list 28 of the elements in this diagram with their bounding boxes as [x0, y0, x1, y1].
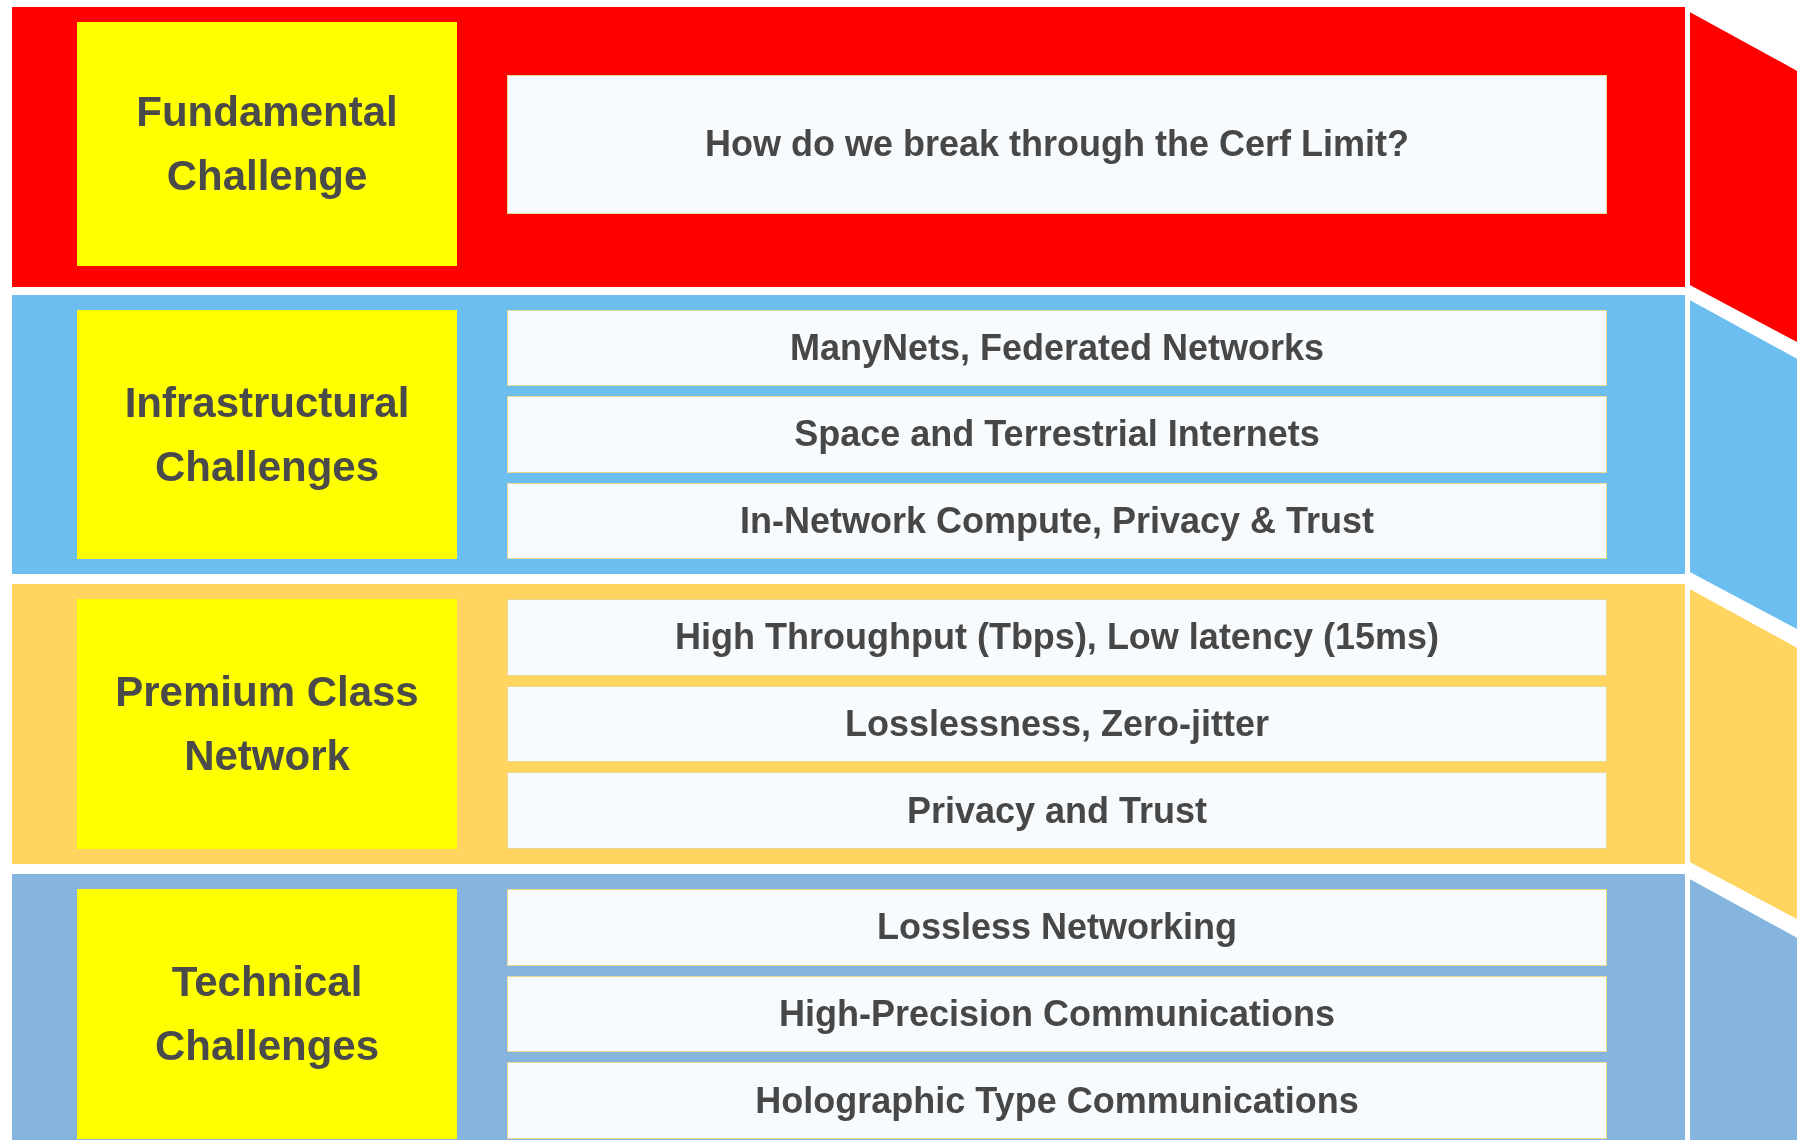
item-text: Lossless Networking — [876, 906, 1238, 949]
item-box — [507, 685, 1607, 763]
item-text: Space and Terrestrial Internets — [794, 413, 1320, 456]
item-box — [507, 599, 1607, 676]
heading-text: Technical Challenges — [153, 957, 381, 1071]
item-text: In-Network Compute, Privacy & Trust — [739, 499, 1375, 542]
item-text: High-Precision Communications — [778, 993, 1336, 1035]
item-box — [507, 74, 1607, 214]
item-text: ManyNets, Federated Networks — [789, 327, 1325, 370]
item-text: How do we break through the Cerf Limit? — [705, 123, 1409, 165]
item-box — [507, 482, 1607, 559]
item-box — [507, 1062, 1607, 1139]
item-box — [507, 310, 1607, 387]
heading-box — [77, 22, 457, 266]
heading-text: Fundamental Challenge — [135, 87, 399, 201]
item-text: Holographic Type Communications — [755, 1079, 1359, 1122]
item-text: High Throughput (Tbps), Low latency (15ms) — [675, 616, 1439, 659]
item-box — [507, 975, 1607, 1053]
item-text: Privacy and Trust — [906, 789, 1208, 832]
heading-text: Infrastructural Challenges — [123, 377, 411, 492]
item-box — [507, 396, 1607, 473]
heading-text: Premium Class Network — [114, 667, 420, 781]
heading-box — [77, 599, 457, 849]
item-box — [507, 772, 1607, 849]
heading-box — [77, 310, 457, 559]
heading-box — [77, 889, 457, 1139]
item-box — [507, 889, 1607, 966]
item-text: Losslessness, Zero-jitter — [844, 703, 1270, 745]
